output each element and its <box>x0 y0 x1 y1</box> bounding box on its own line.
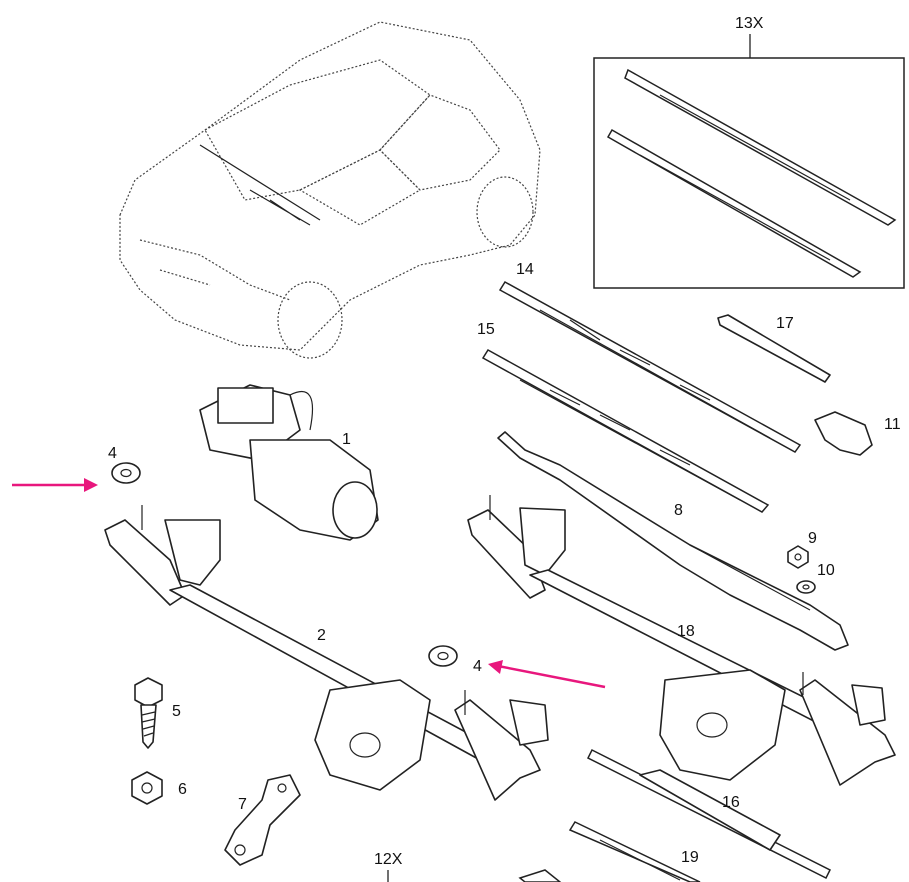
label-19: 19 <box>681 849 699 866</box>
washer-4-center <box>428 645 458 667</box>
label-16: 16 <box>722 794 740 811</box>
wiper-blade-16 <box>586 748 832 880</box>
car-outline-icon <box>119 21 541 359</box>
wiper-arm-8 <box>497 431 849 651</box>
blade-insert-17 <box>717 314 831 383</box>
label-8: 8 <box>674 502 683 519</box>
wiper-blade-14 <box>498 280 802 453</box>
blade-set-13x-box <box>593 34 905 289</box>
washer-4-left <box>111 462 141 484</box>
label-17: 17 <box>776 315 794 332</box>
arrow-pointer-icon <box>488 660 606 689</box>
nut-6 <box>131 771 163 805</box>
label-18: 18 <box>677 623 695 640</box>
label-15: 15 <box>477 321 495 338</box>
wiper-linkage-2 <box>104 505 549 801</box>
wiper-blade-15 <box>481 348 770 513</box>
label-7: 7 <box>238 796 247 813</box>
label-2: 2 <box>317 627 326 644</box>
label-12x: 12X <box>374 851 403 868</box>
label-6: 6 <box>178 781 187 798</box>
label-11: 11 <box>884 416 901 433</box>
label-4-left: 4 <box>108 445 117 462</box>
wiper-blade-19 <box>568 821 701 882</box>
bolt-5 <box>134 677 163 749</box>
label-5: 5 <box>172 703 181 720</box>
nut-9 <box>787 545 809 569</box>
label-1: 1 <box>342 431 351 448</box>
label-4-center: 4 <box>473 658 482 675</box>
arm-cap-11 <box>814 411 873 456</box>
wiper-linkage-18 <box>467 495 896 786</box>
washer-10 <box>796 580 816 594</box>
label-14: 14 <box>516 261 534 278</box>
wiper-motor-1 <box>199 384 379 541</box>
arrow-pointer-icon <box>12 478 98 492</box>
bracket-7 <box>224 774 301 866</box>
label-13x: 13X <box>735 15 764 32</box>
label-10: 10 <box>817 562 835 579</box>
part-12x-fragment <box>518 869 562 882</box>
label-9: 9 <box>808 530 817 547</box>
